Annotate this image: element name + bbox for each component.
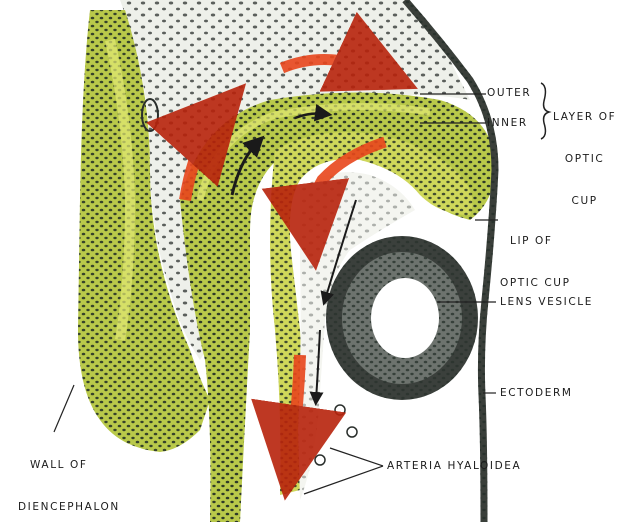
label-lens-vesicle: LENS VESICLE bbox=[500, 295, 593, 309]
label-lip-line2: OPTIC CUP bbox=[500, 276, 571, 290]
label-wall-of-diencephalon: WALL OF DIENCEPHALON bbox=[18, 430, 120, 528]
label-lip-line1: LIP OF bbox=[500, 234, 571, 248]
label-wall-line2: DIENCEPHALON bbox=[18, 500, 120, 514]
label-arteria-hyaloidea: ARTERIA HYALOIDEA bbox=[387, 459, 521, 473]
label-ectoderm: ECTODERM bbox=[500, 386, 573, 400]
lens-vesicle bbox=[326, 236, 478, 400]
label-layer-of-line1: LAYER OF bbox=[553, 110, 616, 124]
label-layer-of-optic-cup: LAYER OF OPTIC CUP bbox=[553, 82, 616, 222]
label-wall-line1: WALL OF bbox=[18, 458, 120, 472]
label-outer: OUTER bbox=[487, 86, 531, 100]
label-inner: INNER bbox=[487, 116, 528, 130]
label-lip-of-optic-cup: LIP OF OPTIC CUP bbox=[500, 206, 571, 304]
label-layer-of-line2: OPTIC bbox=[553, 152, 616, 166]
